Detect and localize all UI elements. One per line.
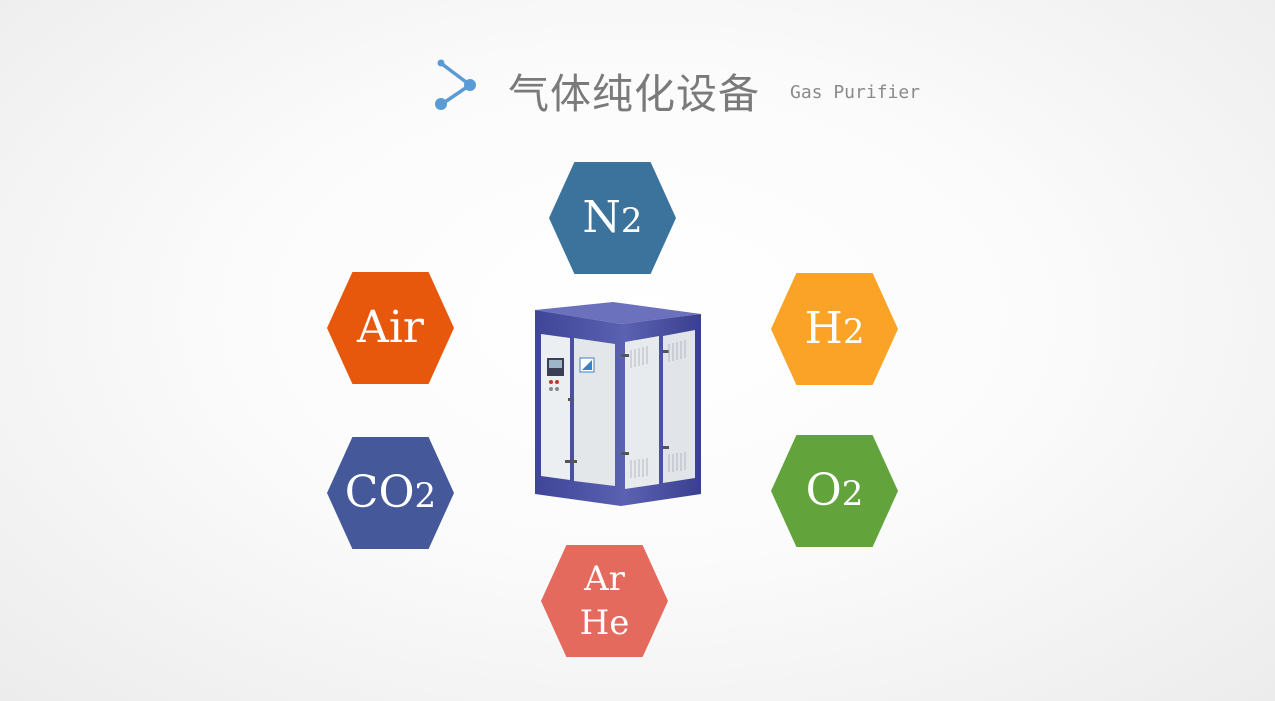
- gas-label-ar-he: Ar He: [580, 557, 630, 645]
- gas-label-n2: N2: [582, 196, 642, 240]
- gas-symbol-h2: H: [804, 303, 843, 354]
- hexagon-n2: N2: [549, 162, 676, 274]
- gas-label-h2: H2: [804, 307, 864, 351]
- header: 气体纯化设备 Gas Purifier: [0, 0, 1275, 130]
- gas-label-ar: Ar: [584, 559, 625, 599]
- gas-label-air: Air: [357, 302, 424, 353]
- hexagon-air: Air: [327, 272, 454, 384]
- hexagon-h2: H2: [771, 273, 898, 385]
- gas-purifier-cabinet-illustration: [535, 302, 701, 506]
- hexagon-co2: CO2: [327, 437, 454, 549]
- gas-subscript-o2: 2: [841, 474, 864, 514]
- page-subtitle: Gas Purifier: [790, 82, 921, 103]
- gas-symbol-co2: CO: [344, 467, 415, 518]
- gas-subscript-co2: 2: [414, 476, 437, 516]
- hexagon-o2: O2: [771, 435, 898, 547]
- gas-label-o2: O2: [806, 469, 864, 513]
- gas-symbol-o2: O: [805, 465, 842, 516]
- gas-label-he: He: [579, 603, 630, 643]
- share-node-icon: [435, 59, 476, 110]
- gas-label-co2: CO2: [345, 471, 436, 515]
- page-title: 气体纯化设备: [508, 70, 760, 118]
- hexagon-ar-he: Ar He: [541, 545, 668, 657]
- gas-subscript-h2: 2: [842, 312, 865, 352]
- gas-symbol-n2: N: [582, 192, 621, 243]
- gas-subscript-n2: 2: [620, 201, 643, 241]
